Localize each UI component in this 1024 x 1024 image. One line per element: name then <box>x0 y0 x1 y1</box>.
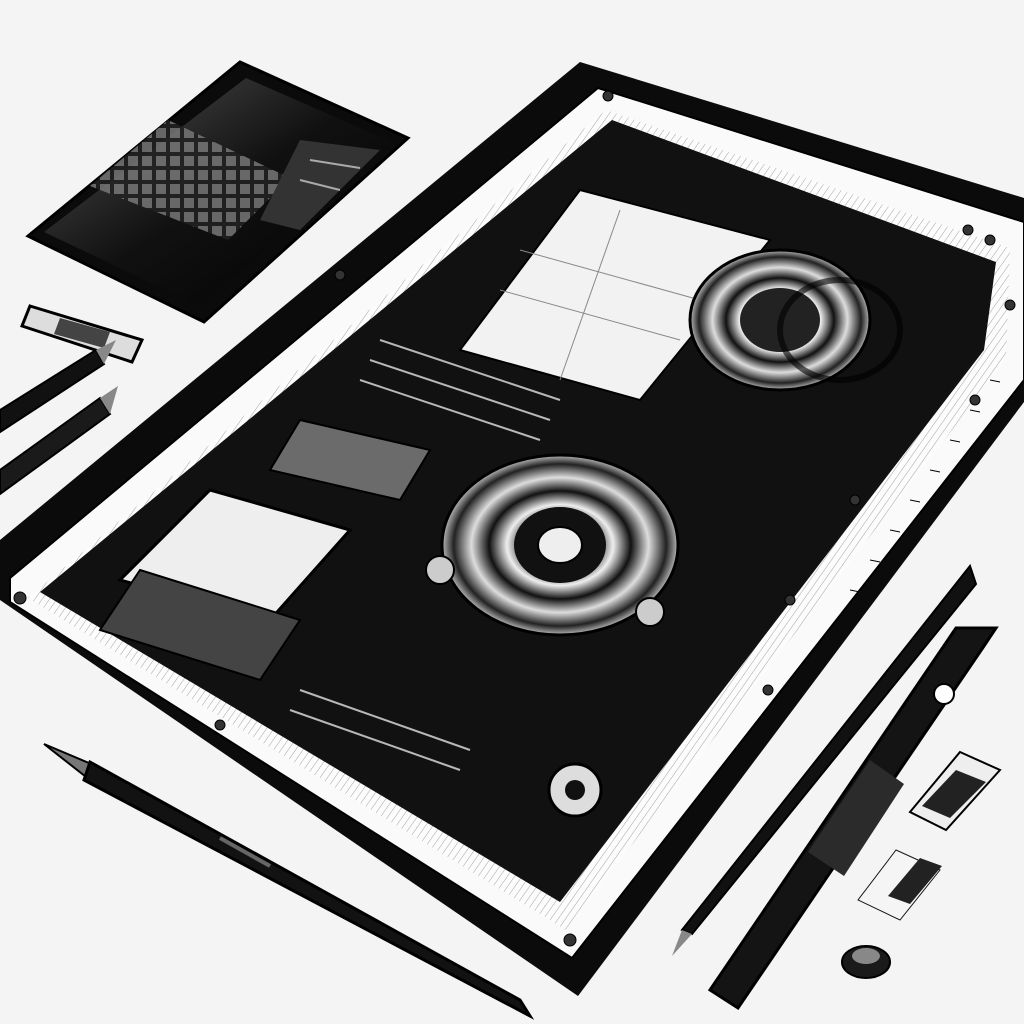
eraser-cap <box>841 945 891 979</box>
clip-parts <box>857 750 1002 921</box>
stylus-left <box>0 340 118 496</box>
large-tablet <box>0 62 1024 996</box>
stylus-bottom <box>43 743 535 1020</box>
pencil-right <box>672 563 978 956</box>
usb-clip <box>20 304 145 364</box>
small-tablet <box>25 60 411 324</box>
pen-right <box>707 626 999 1011</box>
